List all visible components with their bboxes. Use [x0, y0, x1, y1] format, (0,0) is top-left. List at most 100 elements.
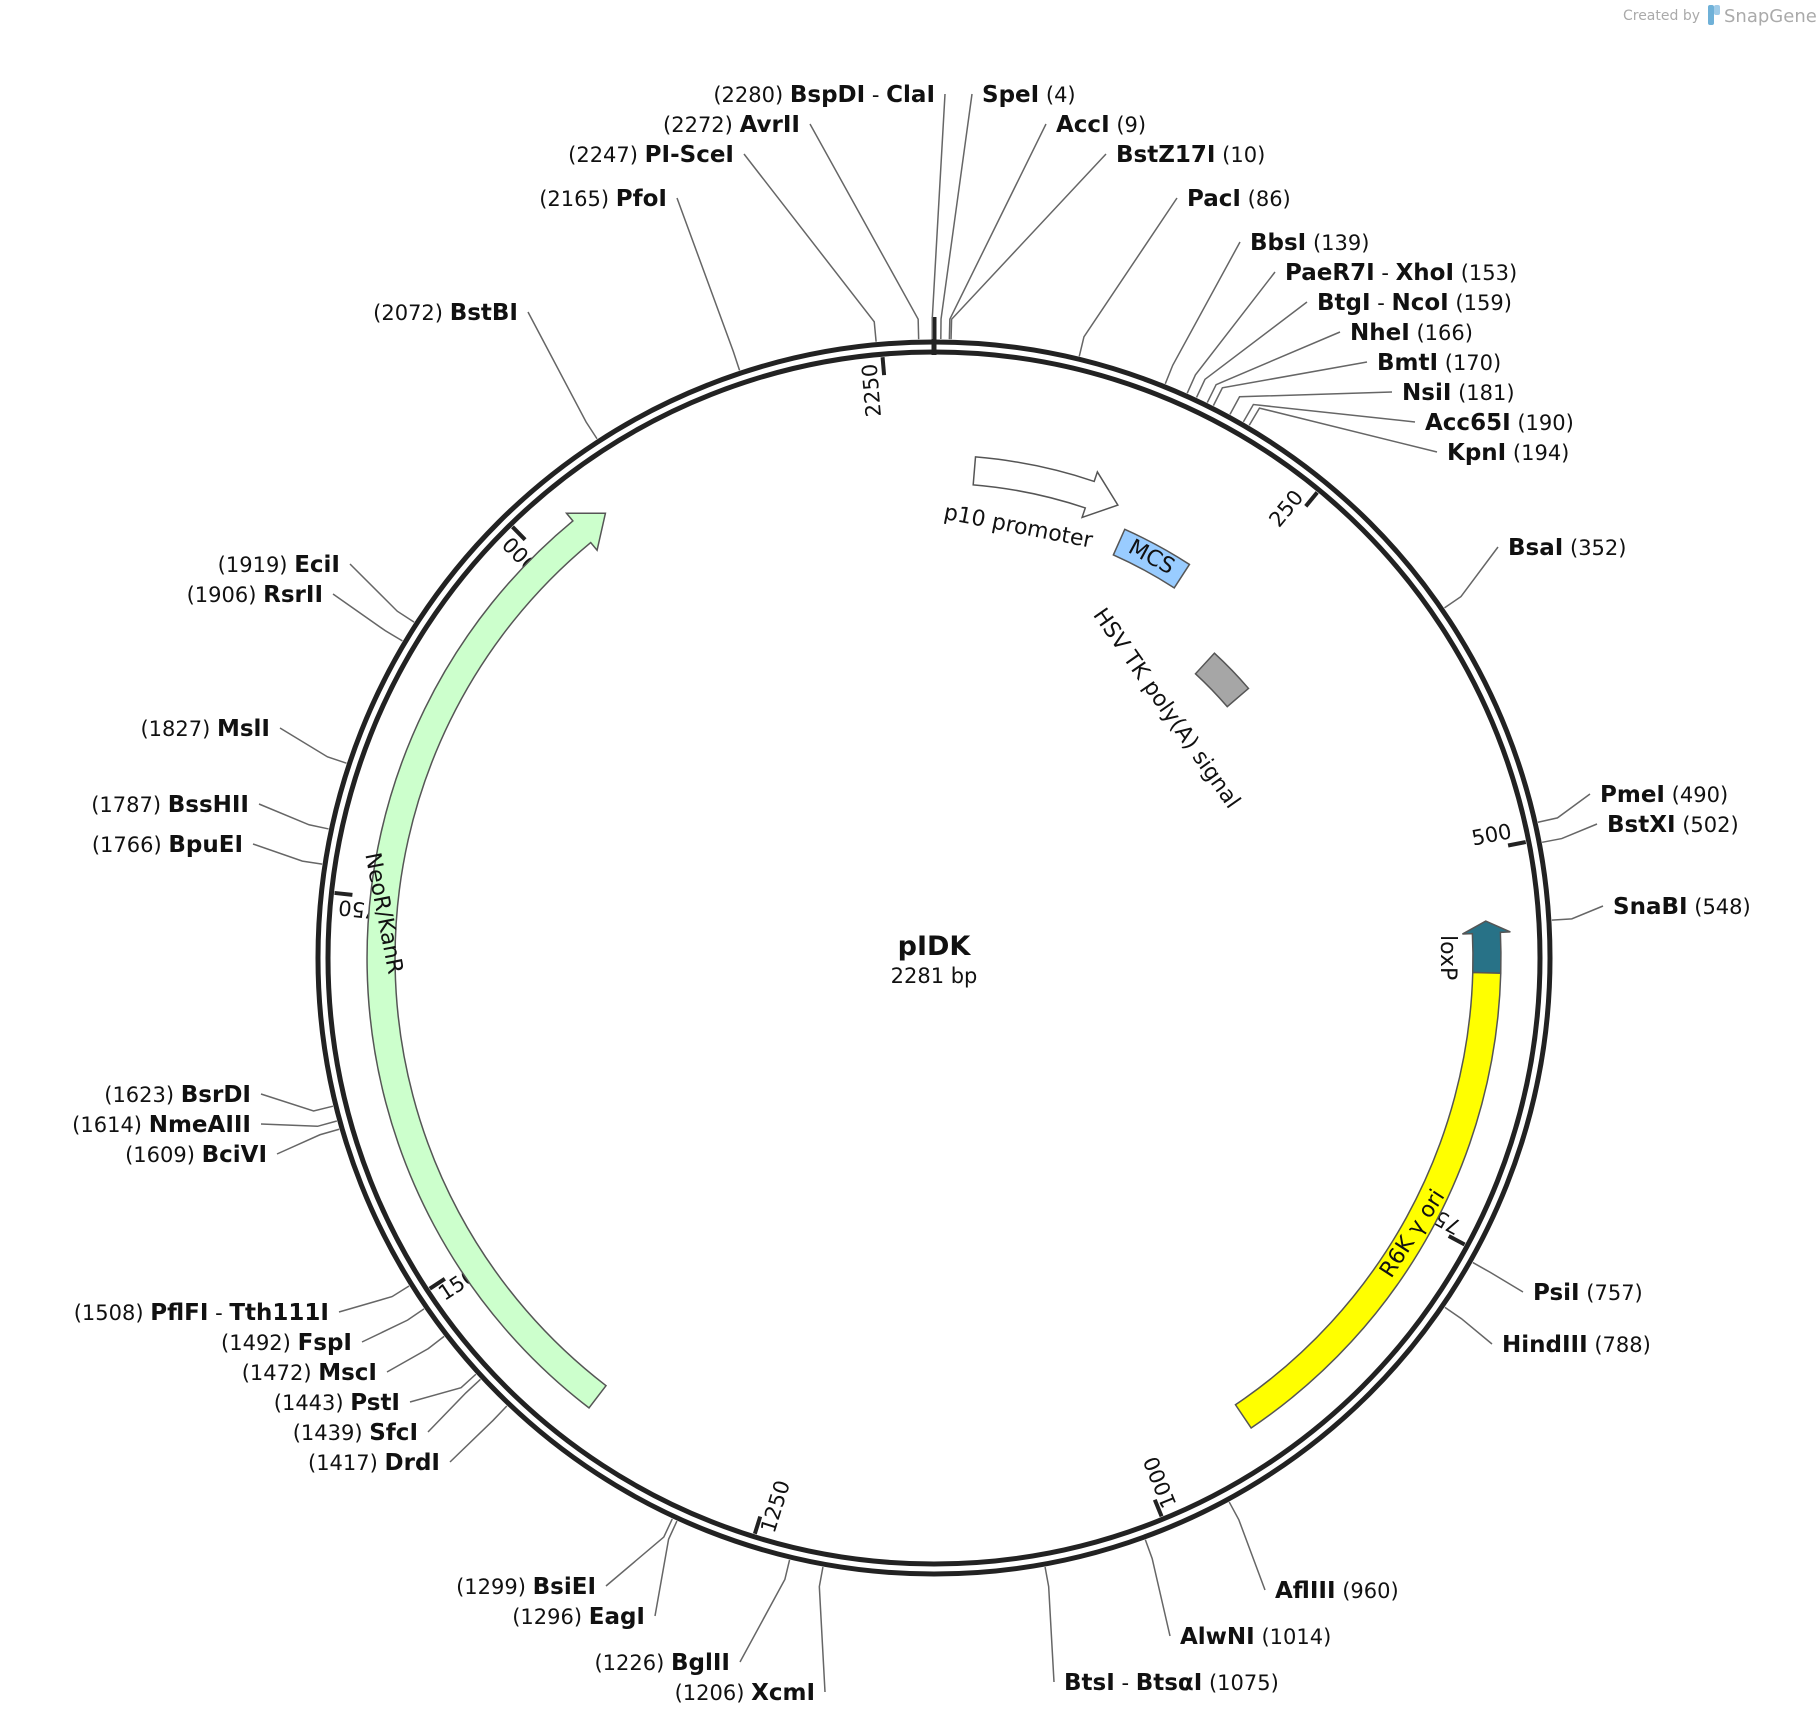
site-position: (502) — [1682, 813, 1738, 837]
site-label: NheI (166) — [1350, 320, 1473, 346]
tick-mark — [334, 890, 353, 897]
site-label: (1766) BpuEI — [92, 832, 243, 858]
site-bstxi: BstXI (502) — [1541, 812, 1739, 844]
site-position: (2072) — [373, 301, 443, 325]
site-label: (2272) AvrII — [663, 112, 800, 138]
site-leader-line — [527, 311, 598, 440]
site-position: (1296) — [512, 1605, 582, 1629]
site-name: BstBI — [450, 300, 518, 326]
site-leader-line — [676, 197, 741, 371]
site-leader-line — [950, 153, 1107, 340]
feature-mcs — [1112, 528, 1191, 589]
site-leader-line — [349, 563, 415, 623]
site-bsiei: (1299) BsiEI — [456, 1518, 673, 1600]
site-position: (1206) — [675, 1681, 745, 1705]
site-label: (1443) PstI — [274, 1390, 400, 1416]
site-label: (1614) NmeAIII — [72, 1112, 251, 1138]
site-label: (1439) SfcI — [293, 1420, 418, 1446]
site-leader-line — [427, 1378, 481, 1433]
site-position: (548) — [1694, 895, 1750, 919]
tick-mark — [1304, 491, 1319, 508]
site-rsrii: (1906) RsrII — [187, 582, 403, 642]
feature-neor — [366, 512, 608, 1409]
site-label: (1508) PflFI - Tth111I — [74, 1300, 329, 1326]
tick-mark — [428, 1277, 446, 1291]
site-nsii: NsiI (181) — [1229, 380, 1515, 415]
site-name: MscI — [318, 1360, 377, 1386]
site-name: BtsI — [1064, 1670, 1115, 1696]
site-label: (1226) BglII — [594, 1650, 730, 1676]
site-name: BsrDI — [181, 1082, 251, 1108]
site-label: BstXI (502) — [1607, 812, 1739, 838]
site-name: BmtI — [1377, 350, 1438, 376]
feature-p10 — [972, 456, 1119, 519]
site-pi-scei: (2247) PI-SceI — [568, 142, 877, 342]
site-bsshii: (1787) BssHII — [91, 792, 329, 830]
site-paci: PacI (86) — [1078, 186, 1291, 357]
site-position: (2280) — [713, 83, 783, 107]
site-kpni: KpnI (194) — [1248, 407, 1569, 466]
site-position: (1075) — [1209, 1671, 1279, 1695]
site-name: XcmI — [751, 1680, 815, 1706]
site-name: BstZ17I — [1116, 142, 1215, 168]
plasmid-center-label: pIDK 2281 bp — [891, 931, 978, 988]
site-label: BsaI (352) — [1508, 535, 1626, 561]
site-position: (159) — [1455, 291, 1511, 315]
site-label: (1492) FspI — [221, 1330, 352, 1356]
tick-label: 500 — [1470, 819, 1514, 850]
site-leader-line — [1044, 1566, 1055, 1683]
site-leader-line — [252, 843, 323, 865]
site-alwni: AlwNI (1014) — [1144, 1539, 1331, 1650]
site-name: DrdI — [385, 1450, 440, 1476]
site-position: (1609) — [125, 1143, 195, 1167]
site-position: (139) — [1313, 231, 1369, 255]
tick-label: 1250 — [756, 1477, 795, 1535]
site-nhei: NheI (166) — [1206, 320, 1473, 403]
site-leader-line — [809, 123, 920, 340]
site-avrii: (2272) AvrII — [663, 112, 920, 340]
site-label: SnaBI (548) — [1613, 894, 1751, 920]
restriction-sites: (2280) BspDI - ClaI(2272) AvrII (2247) PI… — [72, 82, 1751, 1706]
site-afliii: AflIII (960) — [1228, 1501, 1399, 1604]
site-xcmi: (1206) XcmI — [675, 1566, 826, 1706]
tick-mark — [1447, 1234, 1466, 1247]
site-leader-line — [1229, 391, 1393, 415]
site-pmei: PmeI (490) — [1537, 782, 1728, 824]
site-pflfi: (1508) PflFI - Tth111I — [74, 1285, 410, 1326]
site-leader-line — [931, 93, 946, 340]
site-position: (788) — [1594, 1333, 1650, 1357]
site-name: BsaI — [1508, 535, 1563, 561]
snapgene-logo-icon — [1708, 5, 1720, 25]
site-leader-line — [1444, 1306, 1493, 1345]
site-name: RsrII — [263, 582, 323, 608]
site-position: (960) — [1342, 1579, 1398, 1603]
site-spei: SpeI (4) — [940, 82, 1076, 340]
site-leader-line — [743, 153, 877, 342]
site-label: BtgI - NcoI (159) — [1317, 290, 1512, 316]
site-bspdi: (2280) BspDI - ClaI — [713, 82, 946, 340]
site-leader-line — [361, 1308, 425, 1343]
site-label: (1299) BsiEI — [456, 1574, 596, 1600]
site-acc65i: Acc65I (190) — [1242, 403, 1574, 436]
site-label: (1623) BsrDI — [104, 1082, 251, 1108]
site-position: (10) — [1222, 143, 1265, 167]
credit-prefix: Created by — [1623, 8, 1700, 24]
site-bsrdi: (1623) BsrDI — [104, 1082, 334, 1112]
site-position: (1439) — [293, 1421, 363, 1445]
site-position: (2272) — [663, 113, 733, 137]
site-paer7i: PaeR7I - XhoI (153) — [1186, 260, 1517, 394]
site-position: (1443) — [274, 1391, 344, 1415]
site-name: PflFI — [150, 1300, 208, 1326]
feature-loxp — [1462, 920, 1511, 974]
site-position: (1508) — [74, 1301, 144, 1325]
site-label: (1472) MscI — [242, 1360, 377, 1386]
site-leader-line — [1144, 1539, 1171, 1637]
site-fspi: (1492) FspI — [221, 1308, 425, 1356]
tick-label: 1000 — [1139, 1453, 1181, 1512]
plasmid-length: 2281 bp — [891, 964, 978, 988]
site-leader-line — [386, 1335, 445, 1373]
site-name: PstI — [350, 1390, 400, 1416]
site-name: EagI — [589, 1604, 645, 1630]
site-name: BspDI — [790, 82, 865, 108]
site-name: Acc65I — [1425, 410, 1511, 436]
